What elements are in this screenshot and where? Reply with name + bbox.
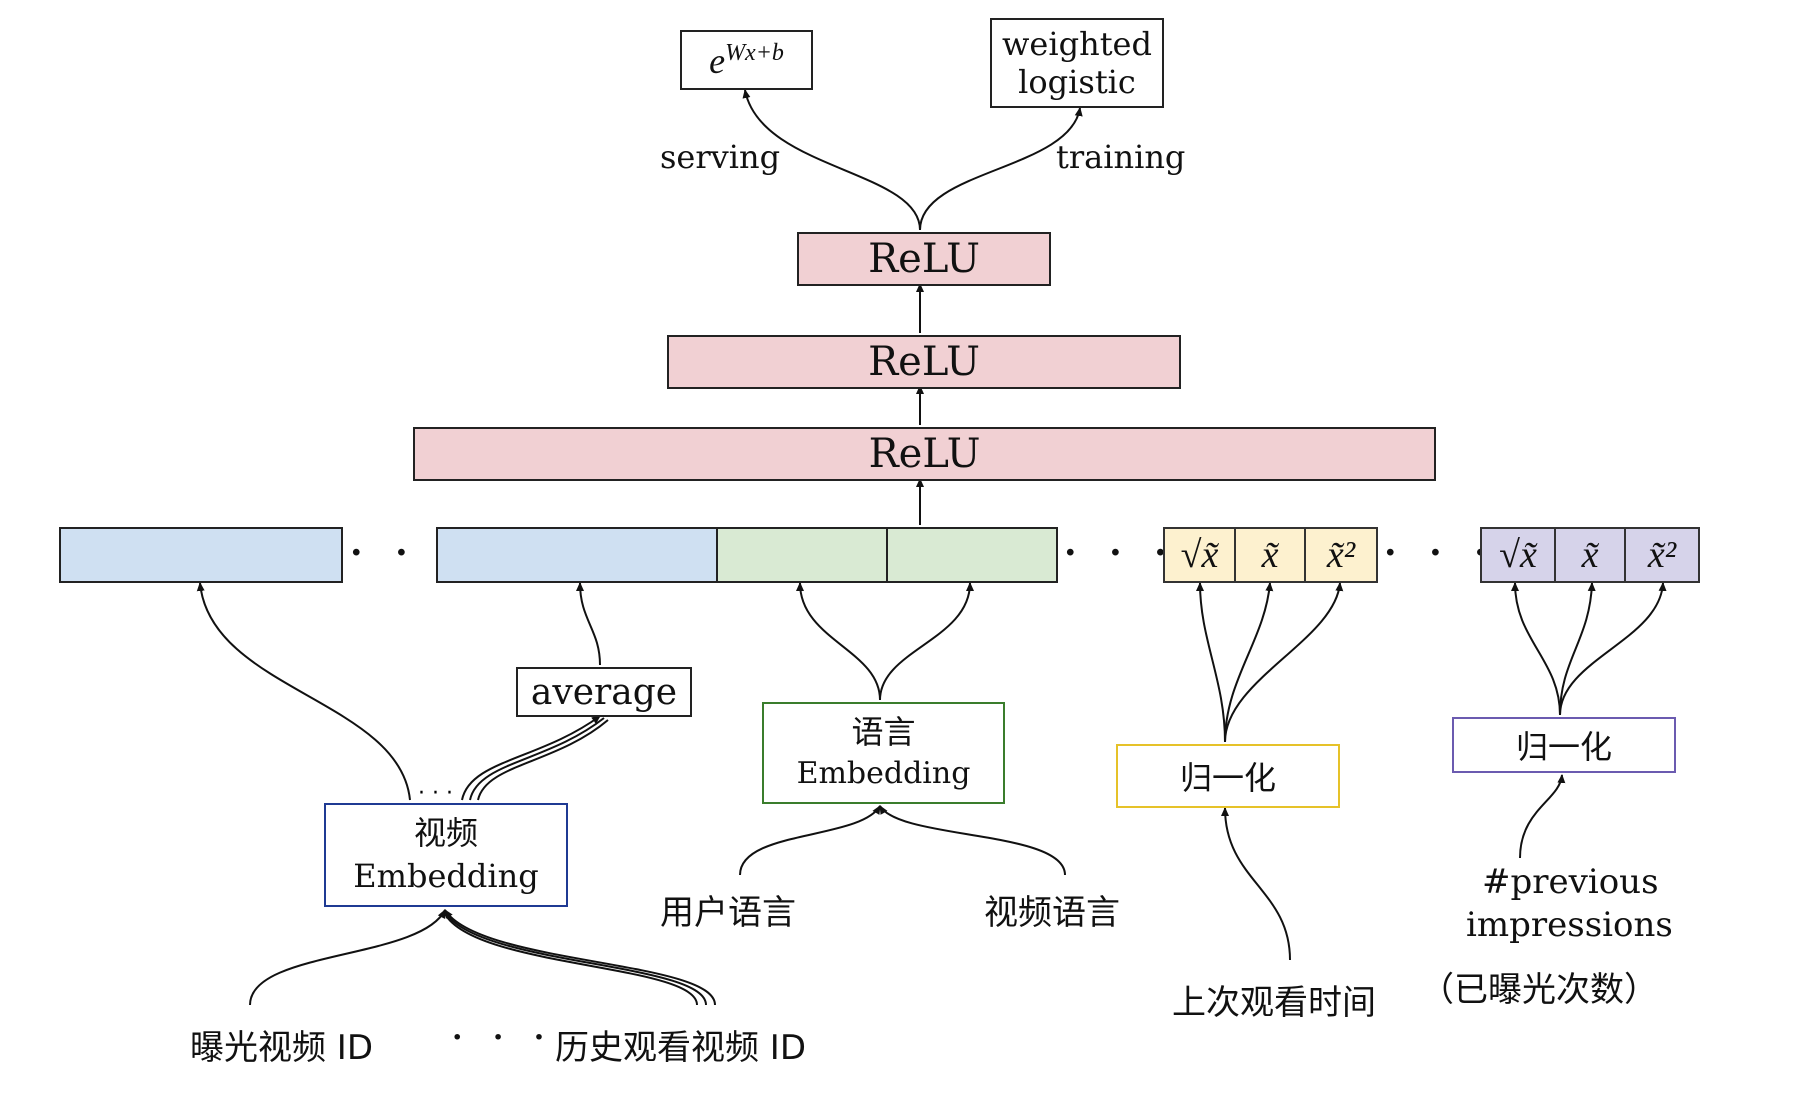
time-sqrt-feature: √x̃ <box>1163 527 1236 583</box>
arrow-video-lang-to-embed <box>879 805 1066 876</box>
sqrt-label-2: √x̃ <box>1499 534 1537 576</box>
time-tilde-feature: x̃ <box>1234 527 1306 583</box>
serving-label: serving <box>660 138 781 176</box>
previous-impressions-cn-label: （已曝光次数） <box>1420 970 1658 1010</box>
ellipsis-inputs: · · · <box>452 1020 555 1055</box>
user-language-feature-block <box>716 527 888 583</box>
impression-video-feature-block <box>59 527 343 583</box>
time-since-last-watch-label: 上次观看时间 <box>1172 983 1376 1023</box>
square-label-2: x̃² <box>1647 534 1677 576</box>
arrow-history-id-to-embed <box>444 909 716 1006</box>
relu-layer-2: ReLU <box>667 335 1181 389</box>
training-box-line1: weighted <box>1002 24 1152 63</box>
arrow-purple-norm-3 <box>1559 582 1667 716</box>
language-embedding-line1: 语言 <box>851 713 916 752</box>
ellipsis-3: · · · <box>1384 532 1497 574</box>
relu-layer-1: ReLU <box>797 232 1051 286</box>
user-language-label: 用户语言 <box>660 893 796 933</box>
training-box-line2: logistic <box>1018 63 1136 101</box>
normalize-time-box: 归一化 <box>1116 744 1340 808</box>
training-label: training <box>1056 138 1186 176</box>
tilde-label-2: x̃ <box>1581 534 1599 576</box>
arrow-average-to-history-block <box>576 582 601 666</box>
ellipsis-1: · · · <box>350 532 463 574</box>
video-language-feature-block <box>886 527 1058 583</box>
impressions-square-feature: x̃² <box>1624 527 1700 583</box>
watch-history-feature-block <box>436 527 718 583</box>
arrow-purple-norm-1 <box>1511 582 1561 716</box>
previous-impressions-label-line2: impressions <box>1466 905 1673 945</box>
arrow-impression-id-to-embed <box>249 909 446 1006</box>
arrow-yellow-norm-3 <box>1224 582 1344 743</box>
arrow-lang-to-green-2 <box>879 582 974 701</box>
arrow-embed-to-impression-block <box>196 582 411 801</box>
arrow-lang-to-green-1 <box>796 582 881 701</box>
arrow-impressions-to-norm <box>1519 774 1566 859</box>
serving-exponent: Wx+b <box>725 40 784 66</box>
embed-dots: · · · <box>418 781 453 806</box>
square-label: x̃² <box>1326 534 1356 576</box>
impression-video-id-label: 曝光视频 ID <box>190 1028 374 1068</box>
relu-layer-3: ReLU <box>413 427 1436 481</box>
video-embedding-box: 视频 Embedding <box>324 803 568 907</box>
arrow-yellow-norm-1 <box>1196 582 1226 743</box>
watch-history-video-id-label: 历史观看视频 ID <box>555 1028 807 1068</box>
arrow-purple-norm-2 <box>1559 582 1596 716</box>
arrow-user-lang-to-embed <box>739 805 881 876</box>
previous-impressions-label-line1: #previous <box>1482 862 1659 902</box>
language-embedding-box: 语言 Embedding <box>762 702 1005 804</box>
arrow-embed-to-average-1 <box>461 715 601 801</box>
average-pooling-box: average <box>516 667 692 717</box>
video-embedding-line1: 视频 <box>413 813 478 852</box>
language-embedding-line2: Embedding <box>796 756 971 792</box>
arrow-yellow-norm-2 <box>1224 582 1274 743</box>
impressions-sqrt-feature: √x̃ <box>1480 527 1556 583</box>
arrow-time-to-norm <box>1221 807 1291 961</box>
arrow-serving <box>742 89 921 231</box>
normalize-impressions-box: 归一化 <box>1452 717 1676 773</box>
video-language-label: 视频语言 <box>984 893 1120 933</box>
tilde-label: x̃ <box>1261 534 1279 576</box>
serving-base: e <box>709 41 726 81</box>
ellipsis-2: · · · <box>1064 532 1177 574</box>
arrow-training <box>919 107 1083 231</box>
training-output-box: weighted logistic <box>990 18 1164 108</box>
time-square-feature: x̃² <box>1304 527 1378 583</box>
impressions-tilde-feature: x̃ <box>1554 527 1626 583</box>
serving-output-box: eWx+b <box>680 30 813 90</box>
video-embedding-line2: Embedding <box>353 857 539 895</box>
sqrt-label: √x̃ <box>1180 534 1219 576</box>
